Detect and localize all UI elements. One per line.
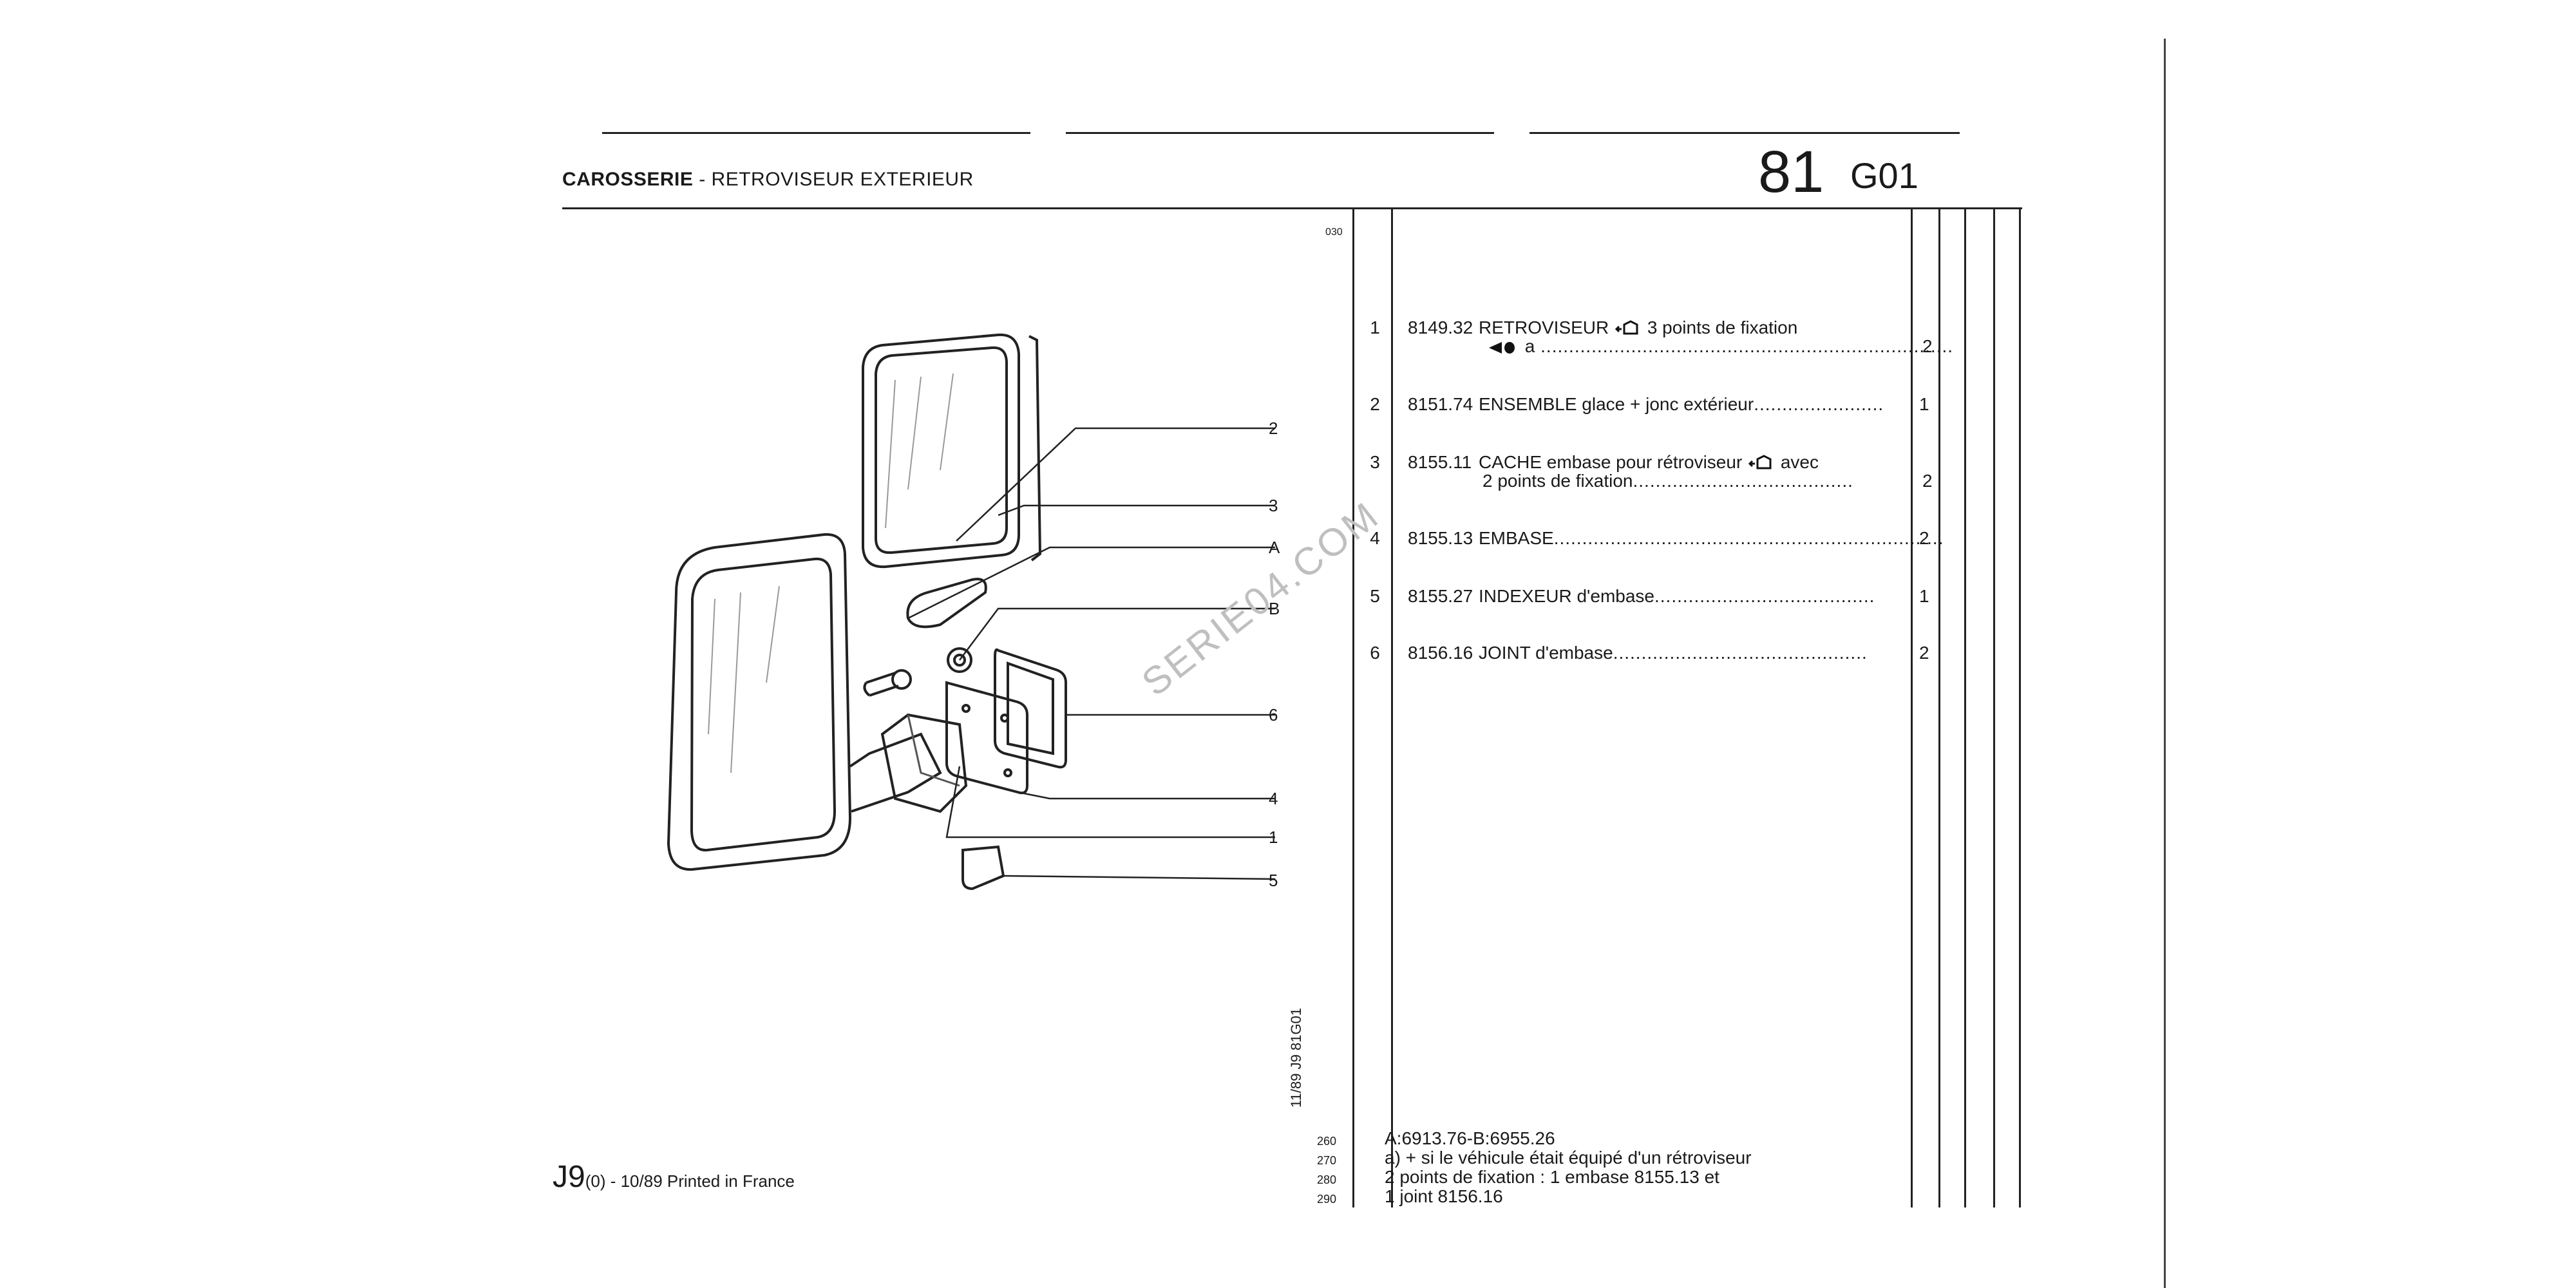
part-number: 3 xyxy=(1370,452,1380,472)
part-row-1-line2: a ......................................… xyxy=(1488,336,1953,357)
part-description: JOINT d'embase..........................… xyxy=(1479,643,1868,663)
part-description: ENSEMBLE glace + jonc extérieur.........… xyxy=(1479,394,1884,414)
note-line-number: 270 xyxy=(1317,1154,1337,1167)
part-row-1-note: a xyxy=(1524,336,1535,356)
callout-label: 5 xyxy=(1269,871,1278,890)
footer-variant: (0) xyxy=(585,1171,606,1191)
top-rule-3 xyxy=(1530,132,1960,134)
part-description-text: ENSEMBLE glace + jonc extérieur xyxy=(1479,394,1754,414)
table-line-6 xyxy=(1993,209,1995,1208)
callout-label: 1 xyxy=(1269,828,1278,847)
note-line: 2 points de fixation : 1 embase 8155.13 … xyxy=(1385,1167,1719,1187)
part-number: 1 xyxy=(1370,317,1380,337)
page-number: 81 xyxy=(1758,139,1824,205)
part-number: 4 xyxy=(1370,528,1380,548)
part-description-extra: avec xyxy=(1780,452,1819,472)
page-code: G01 xyxy=(1850,155,1918,196)
table-line-7 xyxy=(2019,209,2021,1208)
part-reference: 8155.13 xyxy=(1408,528,1473,548)
header-underline xyxy=(562,207,2022,209)
note-line-number: 290 xyxy=(1317,1193,1337,1206)
section-title: CAROSSERIE - RETROVISEUR EXTERIEUR xyxy=(562,169,974,191)
part-description: RETROVISEUR 3 points de fixation xyxy=(1479,317,1797,339)
note-line: 1 joint 8156.16 xyxy=(1385,1186,1503,1206)
part-quantity: 2 xyxy=(1919,528,1929,548)
part-description-text: INDEXEUR d'embase xyxy=(1479,586,1654,606)
part-number: 2 xyxy=(1370,394,1380,414)
callout-label: 3 xyxy=(1269,496,1278,515)
table-top-code: 030 xyxy=(1325,227,1343,238)
footer-code: J9 xyxy=(553,1160,585,1194)
part-reference: 8155.11 xyxy=(1408,452,1472,472)
part-description-text: CACHE embase pour rétroviseur xyxy=(1479,452,1743,472)
part-quantity-1: 2 xyxy=(1922,336,1933,356)
part-quantity: 2 xyxy=(1919,643,1929,663)
top-rule-1 xyxy=(602,132,1030,134)
table-line-1 xyxy=(1352,209,1354,1208)
note-line-number: 280 xyxy=(1317,1173,1337,1186)
part-number: 5 xyxy=(1370,586,1380,606)
part-reference: 8149.32 xyxy=(1408,317,1473,337)
part-description-extra: 3 points de fixation xyxy=(1647,317,1798,337)
part-description: INDEXEUR d'embase.......................… xyxy=(1479,586,1875,606)
callout-label: 2 xyxy=(1269,419,1278,438)
callout-label: B xyxy=(1269,599,1280,618)
part-quantity: 1 xyxy=(1919,394,1929,414)
note-line: A:6913.76-B:6955.26 xyxy=(1385,1128,1555,1148)
part-number: 6 xyxy=(1370,643,1380,663)
part-reference: 8156.16 xyxy=(1408,643,1473,663)
part-description-text: JOINT d'embase xyxy=(1479,643,1613,663)
table-line-4 xyxy=(1938,209,1940,1208)
table-line-2 xyxy=(1391,209,1393,1208)
left-arrow-mirror-icon xyxy=(1489,341,1515,354)
part-quantity-3: 2 xyxy=(1922,471,1933,491)
callout-label: 4 xyxy=(1269,789,1278,808)
section-title-bold: CAROSSERIE xyxy=(562,169,694,190)
part-description: EMBASE..................................… xyxy=(1479,528,1944,548)
part-reference: 8151.74 xyxy=(1408,394,1473,414)
section-title-rest: - RETROVISEUR EXTERIEUR xyxy=(693,169,974,190)
footer-print-info: - 10/89 Printed in France xyxy=(605,1171,795,1191)
note-line-number: 260 xyxy=(1317,1135,1337,1148)
vertical-code: 11/89 J9 81G01 xyxy=(1288,1008,1304,1108)
table-line-3 xyxy=(1911,209,1913,1208)
mirror-exploded-diagram xyxy=(667,333,1276,891)
part-description-text: EMBASE xyxy=(1479,528,1554,548)
part-row-3-note: 2 points de fixation xyxy=(1482,471,1633,491)
footer: J9(0) - 10/89 Printed in France xyxy=(553,1159,795,1195)
car-front-icon xyxy=(1615,319,1638,335)
part-reference: 8155.27 xyxy=(1408,586,1473,606)
page-edge-line xyxy=(2164,39,2166,1288)
table-line-5 xyxy=(1964,209,1966,1208)
part-description-text: RETROVISEUR xyxy=(1479,317,1609,337)
note-line: a) + si le véhicule était équipé d'un ré… xyxy=(1385,1148,1752,1168)
car-front-icon xyxy=(1748,454,1772,469)
callout-label: A xyxy=(1269,538,1280,557)
part-row-3-line2: 2 points de fixation....................… xyxy=(1482,471,1853,491)
part-quantity: 1 xyxy=(1919,586,1929,606)
callout-label: 6 xyxy=(1269,705,1278,724)
top-rule-2 xyxy=(1066,132,1494,134)
part-description: CACHE embase pour rétroviseur avec xyxy=(1479,452,1819,473)
